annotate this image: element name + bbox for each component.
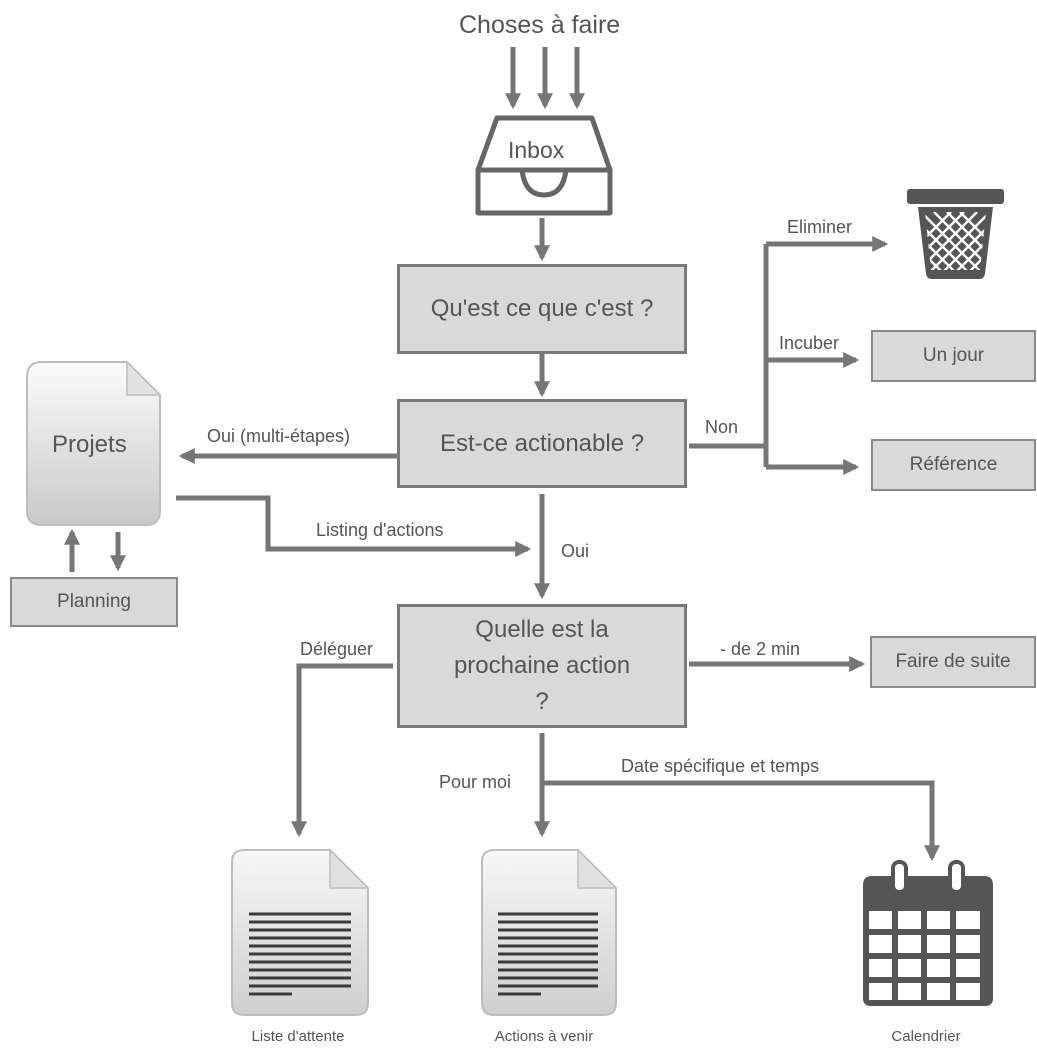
liste-attente-document-icon	[231, 848, 370, 1016]
box-reference: Référence	[871, 439, 1036, 491]
projets-document-icon	[26, 360, 162, 526]
edge-moins-2-min: - de 2 min	[720, 639, 801, 659]
box-un-jour: Un jour	[871, 330, 1036, 382]
box-faire-de-suite: Faire de suite	[870, 636, 1036, 688]
arrow-listing	[176, 495, 532, 558]
caption-calendrier: Calendrier	[891, 1028, 961, 1045]
actions-venir-document-icon	[481, 848, 618, 1016]
edge-oui-multi-etapes: Oui (multi-étapes)	[207, 426, 351, 446]
edge-eliminer: Eliminer	[787, 217, 853, 237]
question-next-action-box: Quelle est la prochaine action ?	[397, 604, 687, 728]
caption-liste-attente: Liste d'attente	[251, 1028, 345, 1045]
question-what-box: Qu'est ce que c'est ?	[397, 264, 687, 354]
inbox-tray-icon	[475, 115, 613, 216]
edge-deleguer: Déléguer	[300, 639, 374, 659]
arrow-deleguer	[290, 663, 393, 838]
arrow-calendrier	[542, 780, 941, 862]
caption-actions-venir: Actions à venir	[494, 1028, 594, 1045]
question-actionable-box: Est-ce actionable ?	[397, 399, 687, 488]
edge-date-specifique: Date spécifique et temps	[621, 756, 820, 776]
box-planning: Planning	[10, 577, 178, 627]
edge-listing-actions: Listing d'actions	[316, 520, 444, 540]
edge-pour-moi: Pour moi	[439, 772, 512, 792]
calendar-icon	[863, 860, 993, 1006]
inbox-label: Inbox	[508, 137, 565, 163]
projets-label: Projets	[52, 431, 127, 458]
trash-icon	[907, 189, 1004, 279]
edge-incuber: Incuber	[779, 333, 840, 353]
edge-oui: Oui	[561, 541, 590, 561]
edge-non: Non	[705, 417, 739, 437]
page-title: Choses à faire	[459, 11, 621, 39]
